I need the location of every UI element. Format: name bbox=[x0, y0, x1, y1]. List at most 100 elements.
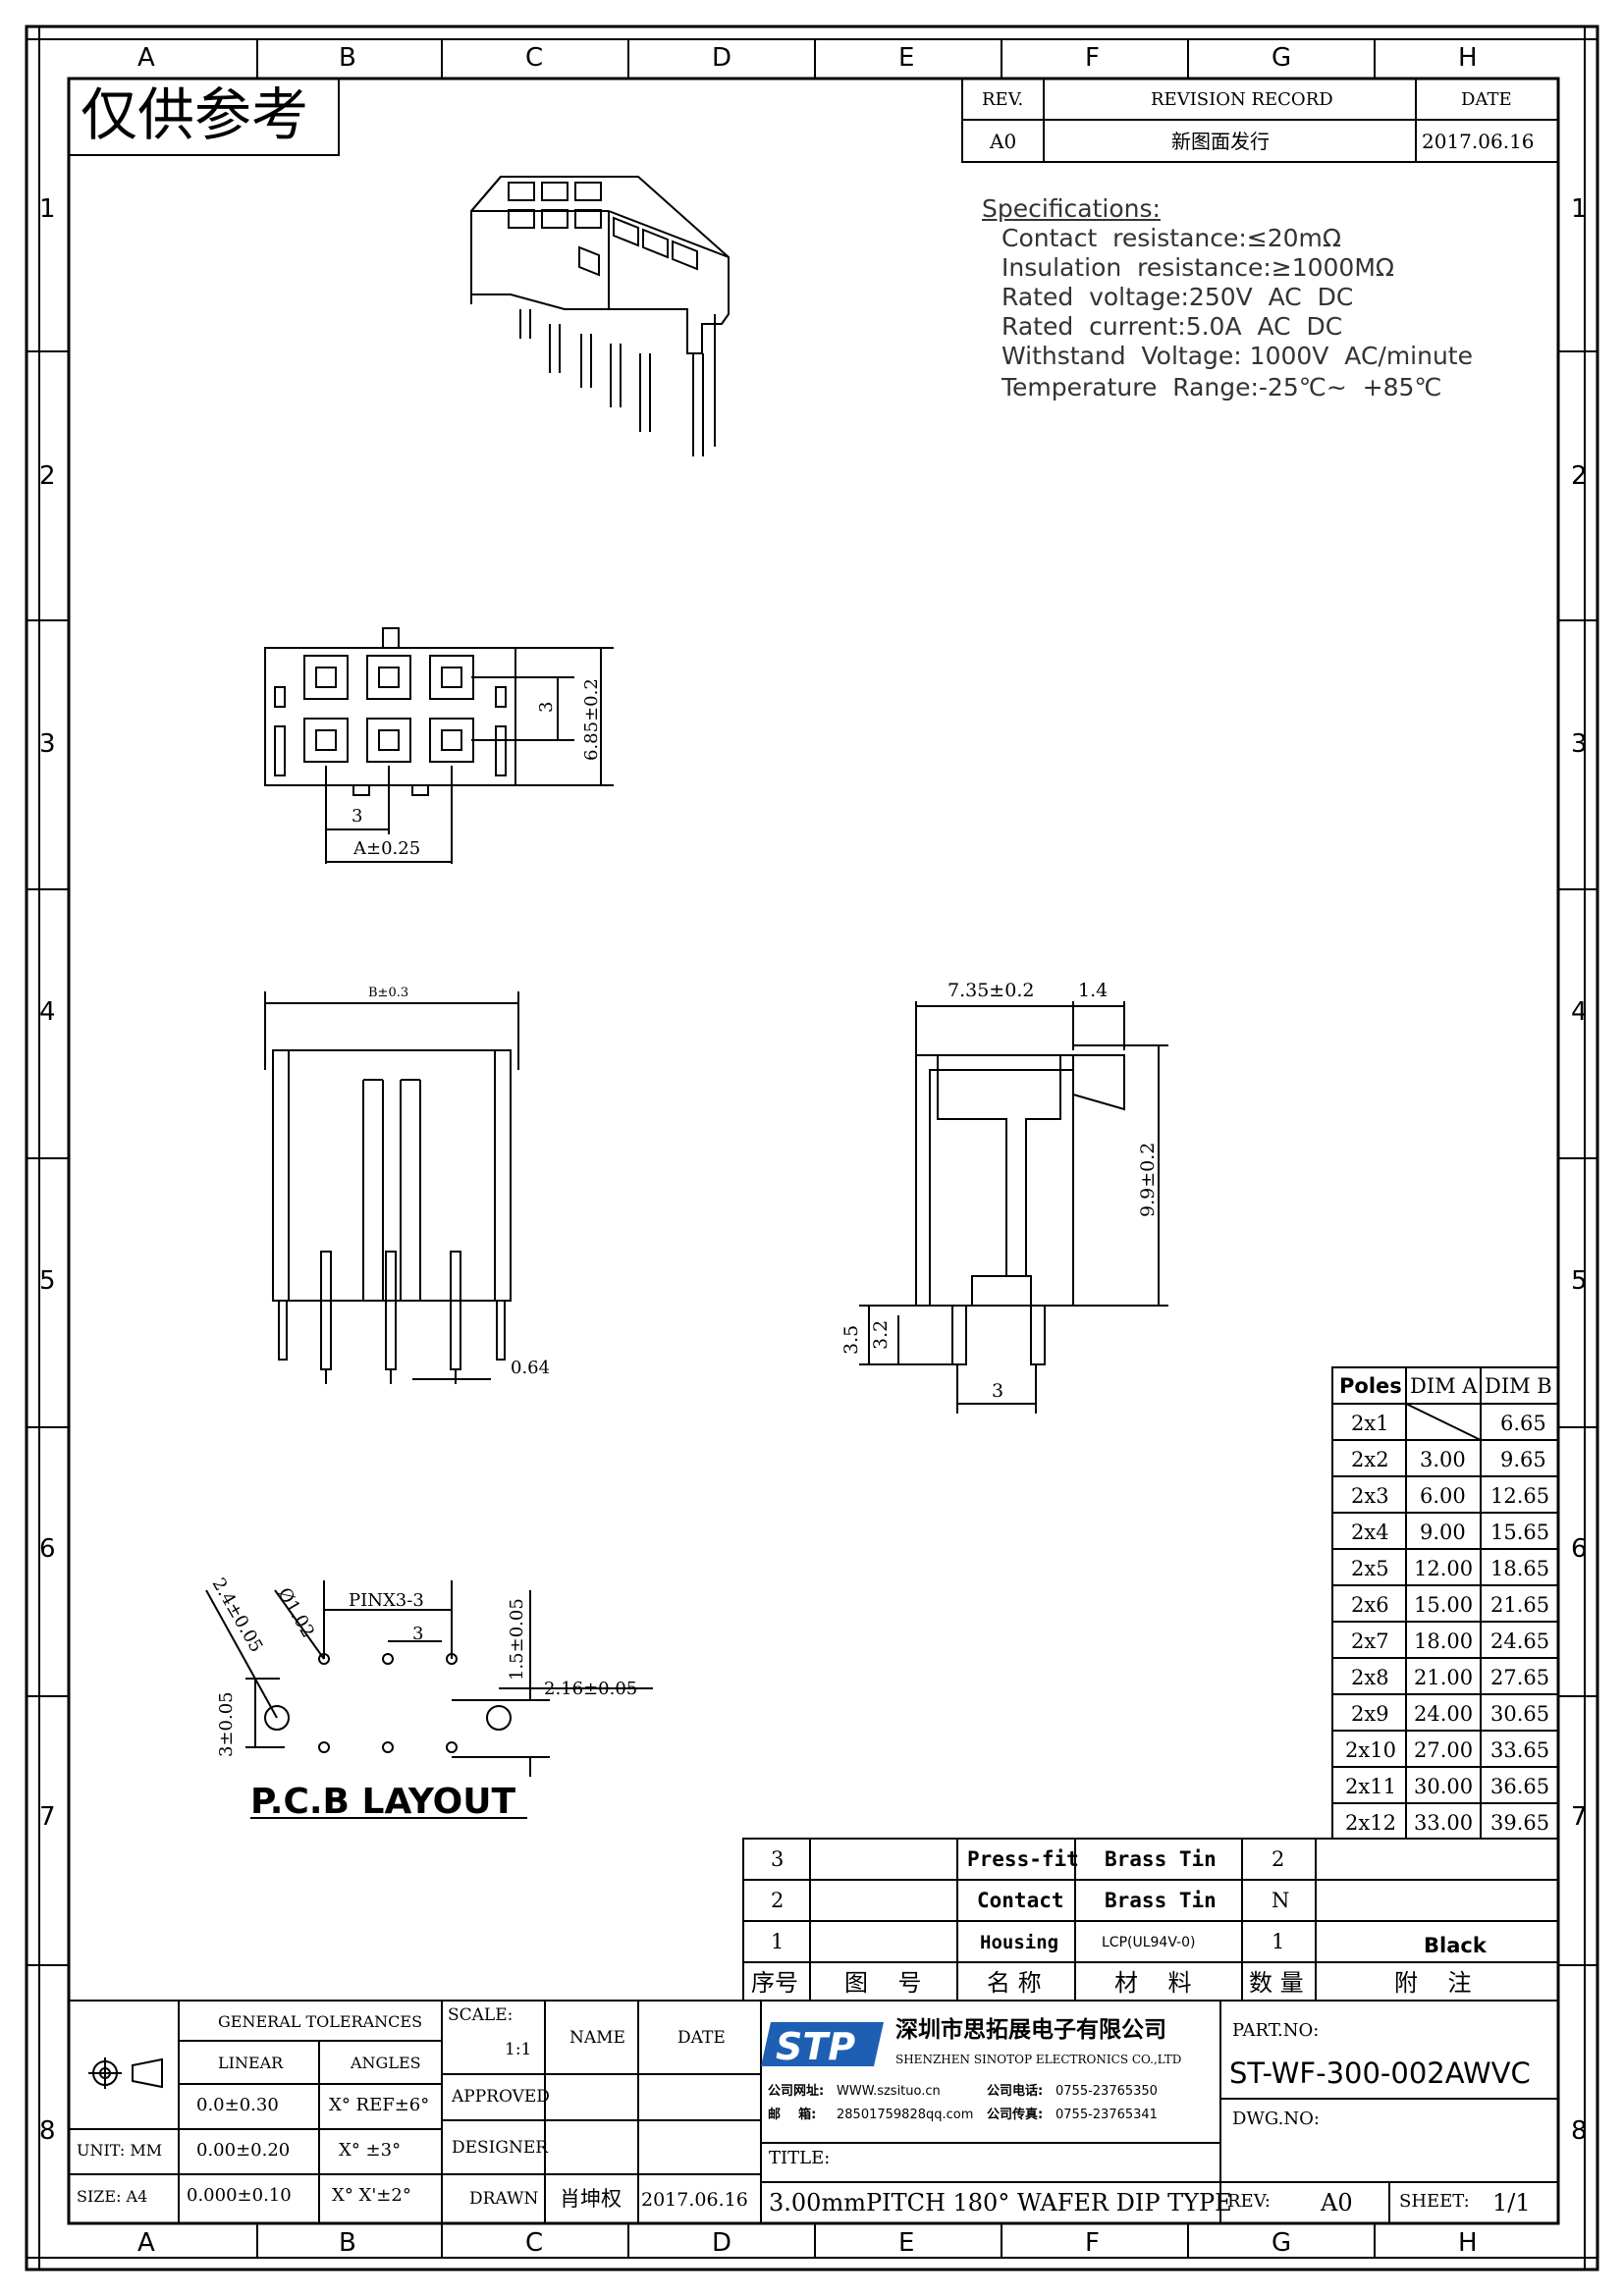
row-label: 7 bbox=[39, 1802, 56, 1832]
row-label: 3 bbox=[1571, 729, 1588, 759]
date-header: DATE bbox=[677, 2028, 726, 2048]
row-label: 1 bbox=[1571, 194, 1588, 224]
pcb-layout-title: P.C.B LAYOUT bbox=[250, 1782, 516, 1822]
scale-label: SCALE: bbox=[448, 2005, 514, 2025]
side-view bbox=[859, 1001, 1168, 1414]
bom-material: Brass Tin bbox=[1105, 1847, 1217, 1871]
bom-qty: N bbox=[1272, 1889, 1290, 1912]
dim-table-cell: 6.65 bbox=[1500, 1412, 1546, 1435]
row-label: 5 bbox=[1571, 1266, 1588, 1296]
bom-no: 1 bbox=[771, 1930, 785, 1953]
spec-line: Withstand Voltage: 1000V AC/minute bbox=[1001, 342, 1473, 370]
dim-label: A±0.25 bbox=[353, 838, 421, 859]
fax-value: 0755-23765341 bbox=[1056, 2108, 1158, 2122]
bom-name: Housing bbox=[980, 1932, 1059, 1953]
dim-table-cell: 39.65 bbox=[1490, 1811, 1550, 1835]
bom-material: Brass Tin bbox=[1105, 1889, 1217, 1912]
row-label: 1 bbox=[39, 194, 56, 224]
dim-table-cell: 15.00 bbox=[1414, 1593, 1474, 1617]
dim-table-cell: 2x4 bbox=[1351, 1521, 1389, 1544]
dim-table-cell: 30.00 bbox=[1414, 1775, 1474, 1798]
dim-table-cell: 2x9 bbox=[1351, 1702, 1389, 1726]
drawn-name: 肖坤权 bbox=[560, 2187, 622, 2211]
dim-table-cell: 27.00 bbox=[1414, 1738, 1474, 1762]
dim-table-header: Poles bbox=[1339, 1374, 1402, 1398]
spec-line: Contact resistance:≤20mΩ bbox=[1001, 224, 1341, 252]
dim-table-cell: 2x12 bbox=[1345, 1811, 1396, 1835]
dim-table-grid bbox=[1331, 1366, 1559, 1840]
dim-table-cell: 33.65 bbox=[1490, 1738, 1550, 1762]
size-label: SIZE: A4 bbox=[77, 2187, 148, 2206]
tol-linear: 0.000±0.10 bbox=[187, 2185, 292, 2206]
col-label: D bbox=[712, 43, 732, 73]
drawing-title: 3.00mmPITCH 180° WAFER DIP TYPE bbox=[769, 2189, 1232, 2216]
row-label: 8 bbox=[39, 2116, 56, 2146]
row-label: 8 bbox=[1571, 2116, 1588, 2146]
title-label: TITLE: bbox=[769, 2148, 831, 2168]
col-label: C bbox=[525, 2228, 544, 2258]
part-no-value: ST-WF-300-002AWVC bbox=[1229, 2056, 1531, 2090]
col-label: E bbox=[898, 2228, 915, 2258]
col-label: A bbox=[137, 43, 155, 73]
row-label: 6 bbox=[1571, 1534, 1588, 1564]
dim-table-cell: 15.65 bbox=[1490, 1521, 1550, 1544]
dim-label: 3 bbox=[352, 806, 363, 827]
dim-label: 3±0.05 bbox=[216, 1691, 237, 1757]
dim-label: 2.16±0.05 bbox=[544, 1679, 638, 1699]
approved-label: APPROVED bbox=[452, 2087, 550, 2107]
row-label: 4 bbox=[1571, 997, 1588, 1027]
row-label: 2 bbox=[1571, 461, 1588, 491]
web-label: 公司网址: bbox=[768, 2084, 825, 2099]
bom-header: 附 注 bbox=[1394, 1969, 1472, 1997]
col-label: E bbox=[898, 43, 915, 73]
dim-table-cell: 2x11 bbox=[1345, 1775, 1396, 1798]
bom-qty: 1 bbox=[1272, 1930, 1285, 1953]
bom-name: Contact bbox=[977, 1889, 1064, 1912]
dim-label: PINX3-3 bbox=[349, 1590, 424, 1611]
rev-value: A0 bbox=[1321, 2189, 1353, 2216]
col-label: D bbox=[712, 2228, 732, 2258]
spec-line: Rated current:5.0A AC DC bbox=[1001, 312, 1343, 341]
col-label: B bbox=[339, 2228, 356, 2258]
revision-date-value: 2017.06.16 bbox=[1422, 130, 1535, 153]
dim-table-cell: 24.00 bbox=[1414, 1702, 1474, 1726]
spec-title: Specifications: bbox=[982, 194, 1161, 223]
part-no-label: PART.NO: bbox=[1232, 2020, 1320, 2041]
tol-linear: 0.0±0.30 bbox=[196, 2095, 279, 2115]
tol-angle: X° ±3° bbox=[339, 2140, 402, 2161]
dim-label: 0.64 bbox=[511, 1358, 551, 1378]
revision-table bbox=[961, 78, 1559, 163]
col-label: G bbox=[1272, 2228, 1292, 2258]
dim-label: 1.4 bbox=[1078, 980, 1109, 1001]
dim-label: 3 bbox=[992, 1380, 1004, 1402]
revision-record-value: 新图面发行 bbox=[1171, 130, 1270, 153]
row-label: 5 bbox=[39, 1266, 56, 1296]
dwg-no-label: DWG.NO: bbox=[1232, 2109, 1320, 2129]
bom-header: 序号 bbox=[751, 1969, 798, 1997]
iso-view bbox=[470, 176, 730, 456]
dim-table-cell: 30.65 bbox=[1490, 1702, 1550, 1726]
column-ticks bbox=[27, 27, 1597, 2269]
tol-linear: 0.00±0.20 bbox=[196, 2140, 291, 2161]
dim-label: 3 bbox=[412, 1624, 424, 1644]
row-label: 4 bbox=[39, 997, 56, 1027]
row-label: 3 bbox=[39, 729, 56, 759]
dim-table-cell: 9.65 bbox=[1500, 1448, 1546, 1471]
row-label: 6 bbox=[39, 1534, 56, 1564]
fax-label: 公司传真: bbox=[987, 2108, 1044, 2122]
bom-qty: 2 bbox=[1272, 1847, 1285, 1871]
bom-no: 2 bbox=[771, 1889, 785, 1912]
angles-header: ANGLES bbox=[351, 2054, 421, 2072]
dim-table-cell: 21.65 bbox=[1490, 1593, 1550, 1617]
row-label: 7 bbox=[1571, 1802, 1588, 1832]
col-label: B bbox=[339, 43, 356, 73]
dim-table-cell: 33.00 bbox=[1414, 1811, 1474, 1835]
dim-table-cell: 18.00 bbox=[1414, 1629, 1474, 1653]
spec-line: Rated voltage:250V AC DC bbox=[1001, 283, 1354, 311]
designer-label: DESIGNER bbox=[452, 2138, 549, 2158]
bom-no: 3 bbox=[771, 1847, 785, 1871]
row-label: 2 bbox=[39, 461, 56, 491]
dim-label: 3 bbox=[536, 701, 557, 713]
col-label: H bbox=[1458, 2228, 1478, 2258]
bom-header: 名 称 bbox=[987, 1969, 1042, 1997]
